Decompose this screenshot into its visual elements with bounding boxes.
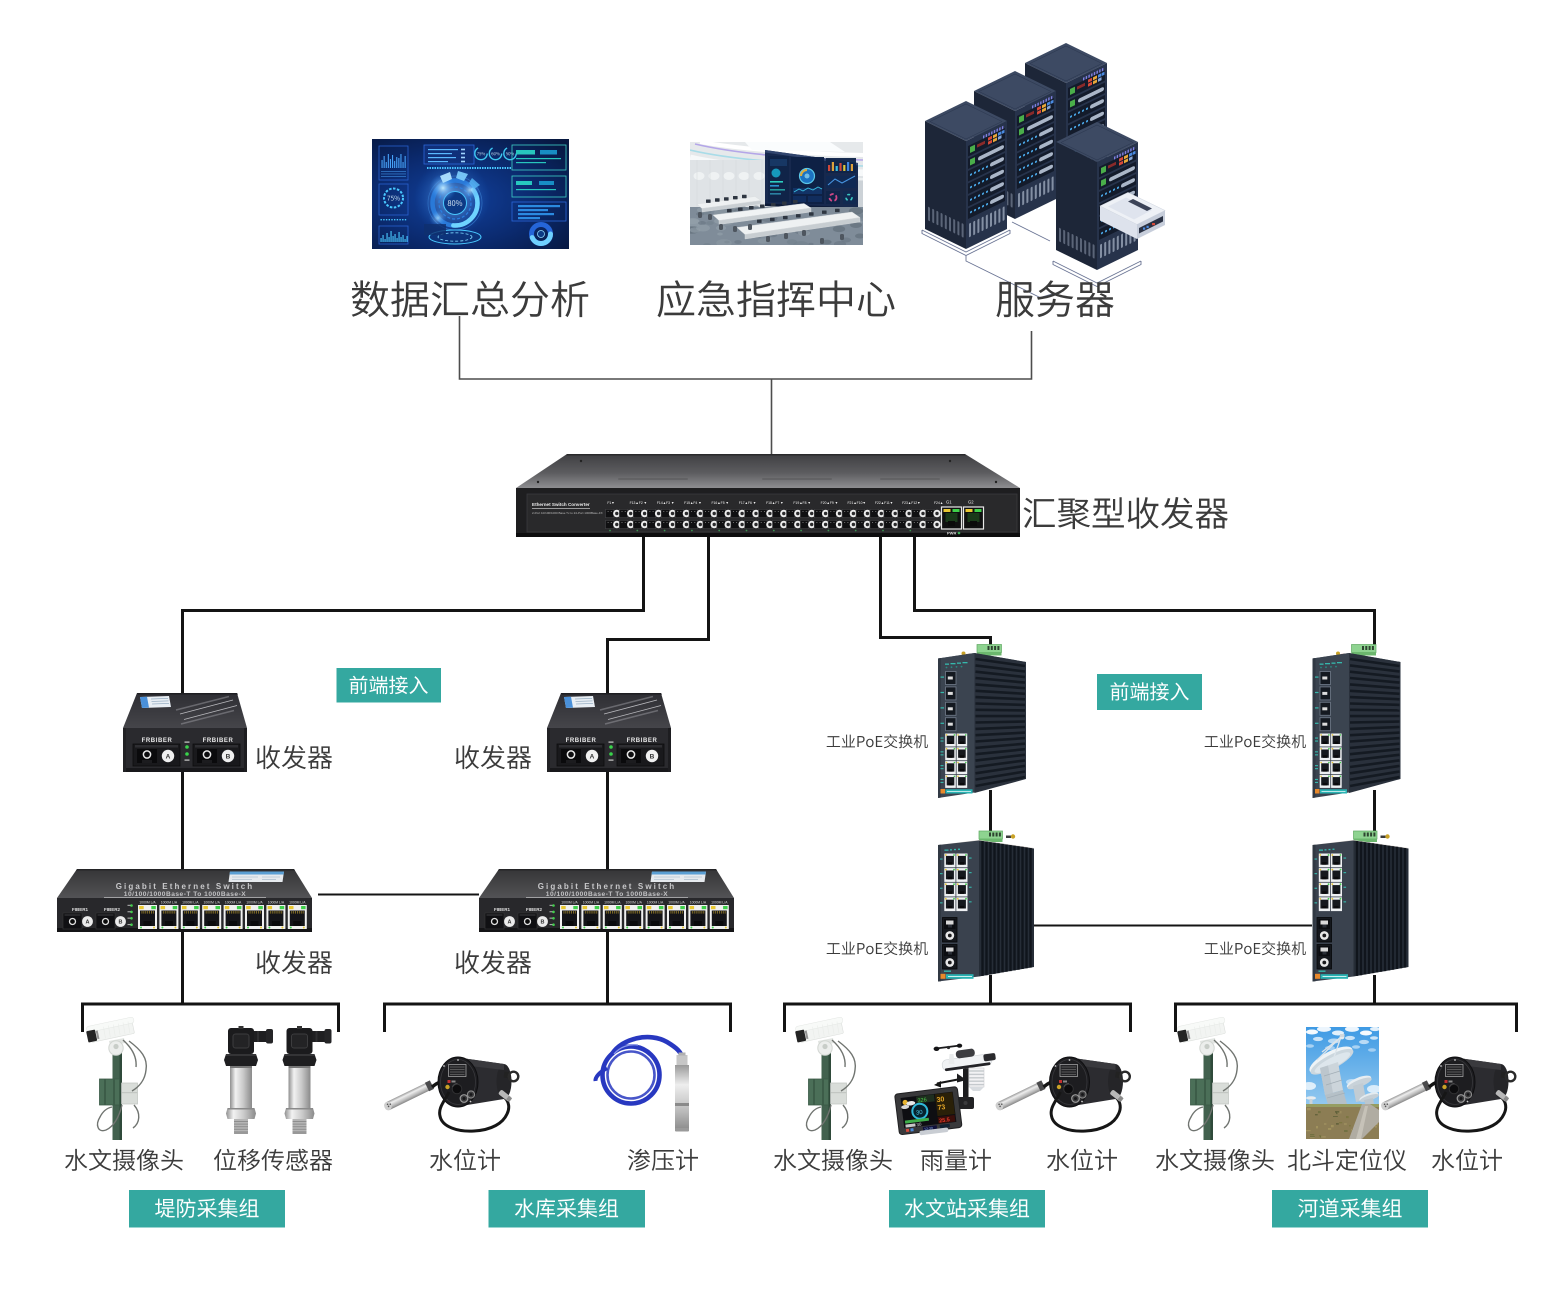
svg-text:1000M L/A: 1000M L/A (246, 901, 263, 905)
svg-text:FRBIBER: FRBIBER (627, 738, 658, 744)
svg-text:F14▲F3 ▼: F14▲F3 ▼ (657, 501, 674, 505)
svg-text:F16▲F5 ▼: F16▲F5 ▼ (711, 501, 728, 505)
svg-text:Gigabit Ethernet Switch: Gigabit Ethernet Switch (116, 882, 255, 891)
svg-text:A: A (508, 920, 512, 926)
svg-text:1000M L/A: 1000M L/A (604, 901, 621, 905)
svg-text:G2: G2 (968, 500, 974, 505)
svg-text:F24▲: F24▲ (934, 501, 943, 505)
svg-text:1000M L/A: 1000M L/A (690, 901, 707, 905)
svg-text:Gigabit Ethernet Switch: Gigabit Ethernet Switch (538, 882, 677, 891)
svg-text:F15▲F4 ▼: F15▲F4 ▼ (684, 501, 701, 505)
svg-text:1000M L/A: 1000M L/A (583, 901, 600, 905)
svg-text:1000M L/A: 1000M L/A (268, 901, 285, 905)
svg-text:G1: G1 (946, 500, 952, 505)
svg-text:F18▲F7 ▼: F18▲F7 ▼ (766, 501, 783, 505)
svg-text:A: A (86, 920, 90, 926)
svg-text:1000M L/A: 1000M L/A (561, 901, 578, 905)
svg-text:73: 73 (937, 1104, 946, 1112)
svg-text:10/100/1000Base-T To 1000Base-: 10/100/1000Base-T To 1000Base-X (546, 891, 669, 898)
svg-text:F21▲F10▼: F21▲F10▼ (847, 501, 865, 505)
svg-text:FIBER1: FIBER1 (494, 907, 511, 912)
svg-text:10/100/1000Base-T To 1000Base-: 10/100/1000Base-T To 1000Base-X (124, 891, 247, 898)
svg-text:FRBIBER: FRBIBER (203, 738, 234, 744)
svg-text:F19▲F8 ▼: F19▲F8 ▼ (793, 501, 810, 505)
svg-text:2-Port 10/100/1000 Base Tx to: 2-Port 10/100/1000 Base Tx to 24-Port 10… (532, 511, 603, 515)
svg-text:1000M L/A: 1000M L/A (139, 901, 156, 905)
svg-text:1000M L/A: 1000M L/A (668, 901, 685, 905)
svg-text:PWR: PWR (947, 531, 956, 536)
svg-text:FIBER2: FIBER2 (104, 907, 121, 912)
svg-text:30: 30 (936, 1096, 945, 1104)
svg-text:FIBER1: FIBER1 (72, 907, 89, 912)
svg-text:F23▲F12▼: F23▲F12▼ (902, 501, 920, 505)
svg-text:FIBER2: FIBER2 (526, 907, 543, 912)
svg-text:FRBIBER: FRBIBER (566, 738, 597, 744)
svg-text:B: B (226, 753, 231, 760)
svg-text:B: B (650, 753, 655, 760)
svg-text:F22▲F11▼: F22▲F11▼ (875, 501, 893, 505)
svg-text:B: B (119, 920, 123, 926)
svg-text:1000M L/A: 1000M L/A (647, 901, 664, 905)
svg-text:A: A (590, 753, 595, 760)
svg-text:1000M L/A: 1000M L/A (711, 901, 728, 905)
svg-text:F20▲F9 ▼: F20▲F9 ▼ (821, 501, 838, 505)
svg-text:F13▲F2 ▼: F13▲F2 ▼ (630, 501, 647, 505)
svg-text:1000M L/A: 1000M L/A (289, 901, 306, 905)
svg-text:FRBIBER: FRBIBER (142, 738, 173, 744)
svg-text:1000M L/A: 1000M L/A (161, 901, 178, 905)
svg-text:A: A (166, 753, 171, 760)
svg-text:F1▼: F1▼ (607, 501, 614, 505)
svg-text:Ethernet Switch Converter: Ethernet Switch Converter (532, 502, 590, 507)
svg-text:1000M L/A: 1000M L/A (203, 901, 220, 905)
svg-text:B: B (541, 920, 545, 926)
svg-text:1000M L/A: 1000M L/A (225, 901, 242, 905)
svg-text:F17▲F6 ▼: F17▲F6 ▼ (739, 501, 756, 505)
svg-text:1000M L/A: 1000M L/A (182, 901, 199, 905)
svg-text:1000M L/A: 1000M L/A (625, 901, 642, 905)
